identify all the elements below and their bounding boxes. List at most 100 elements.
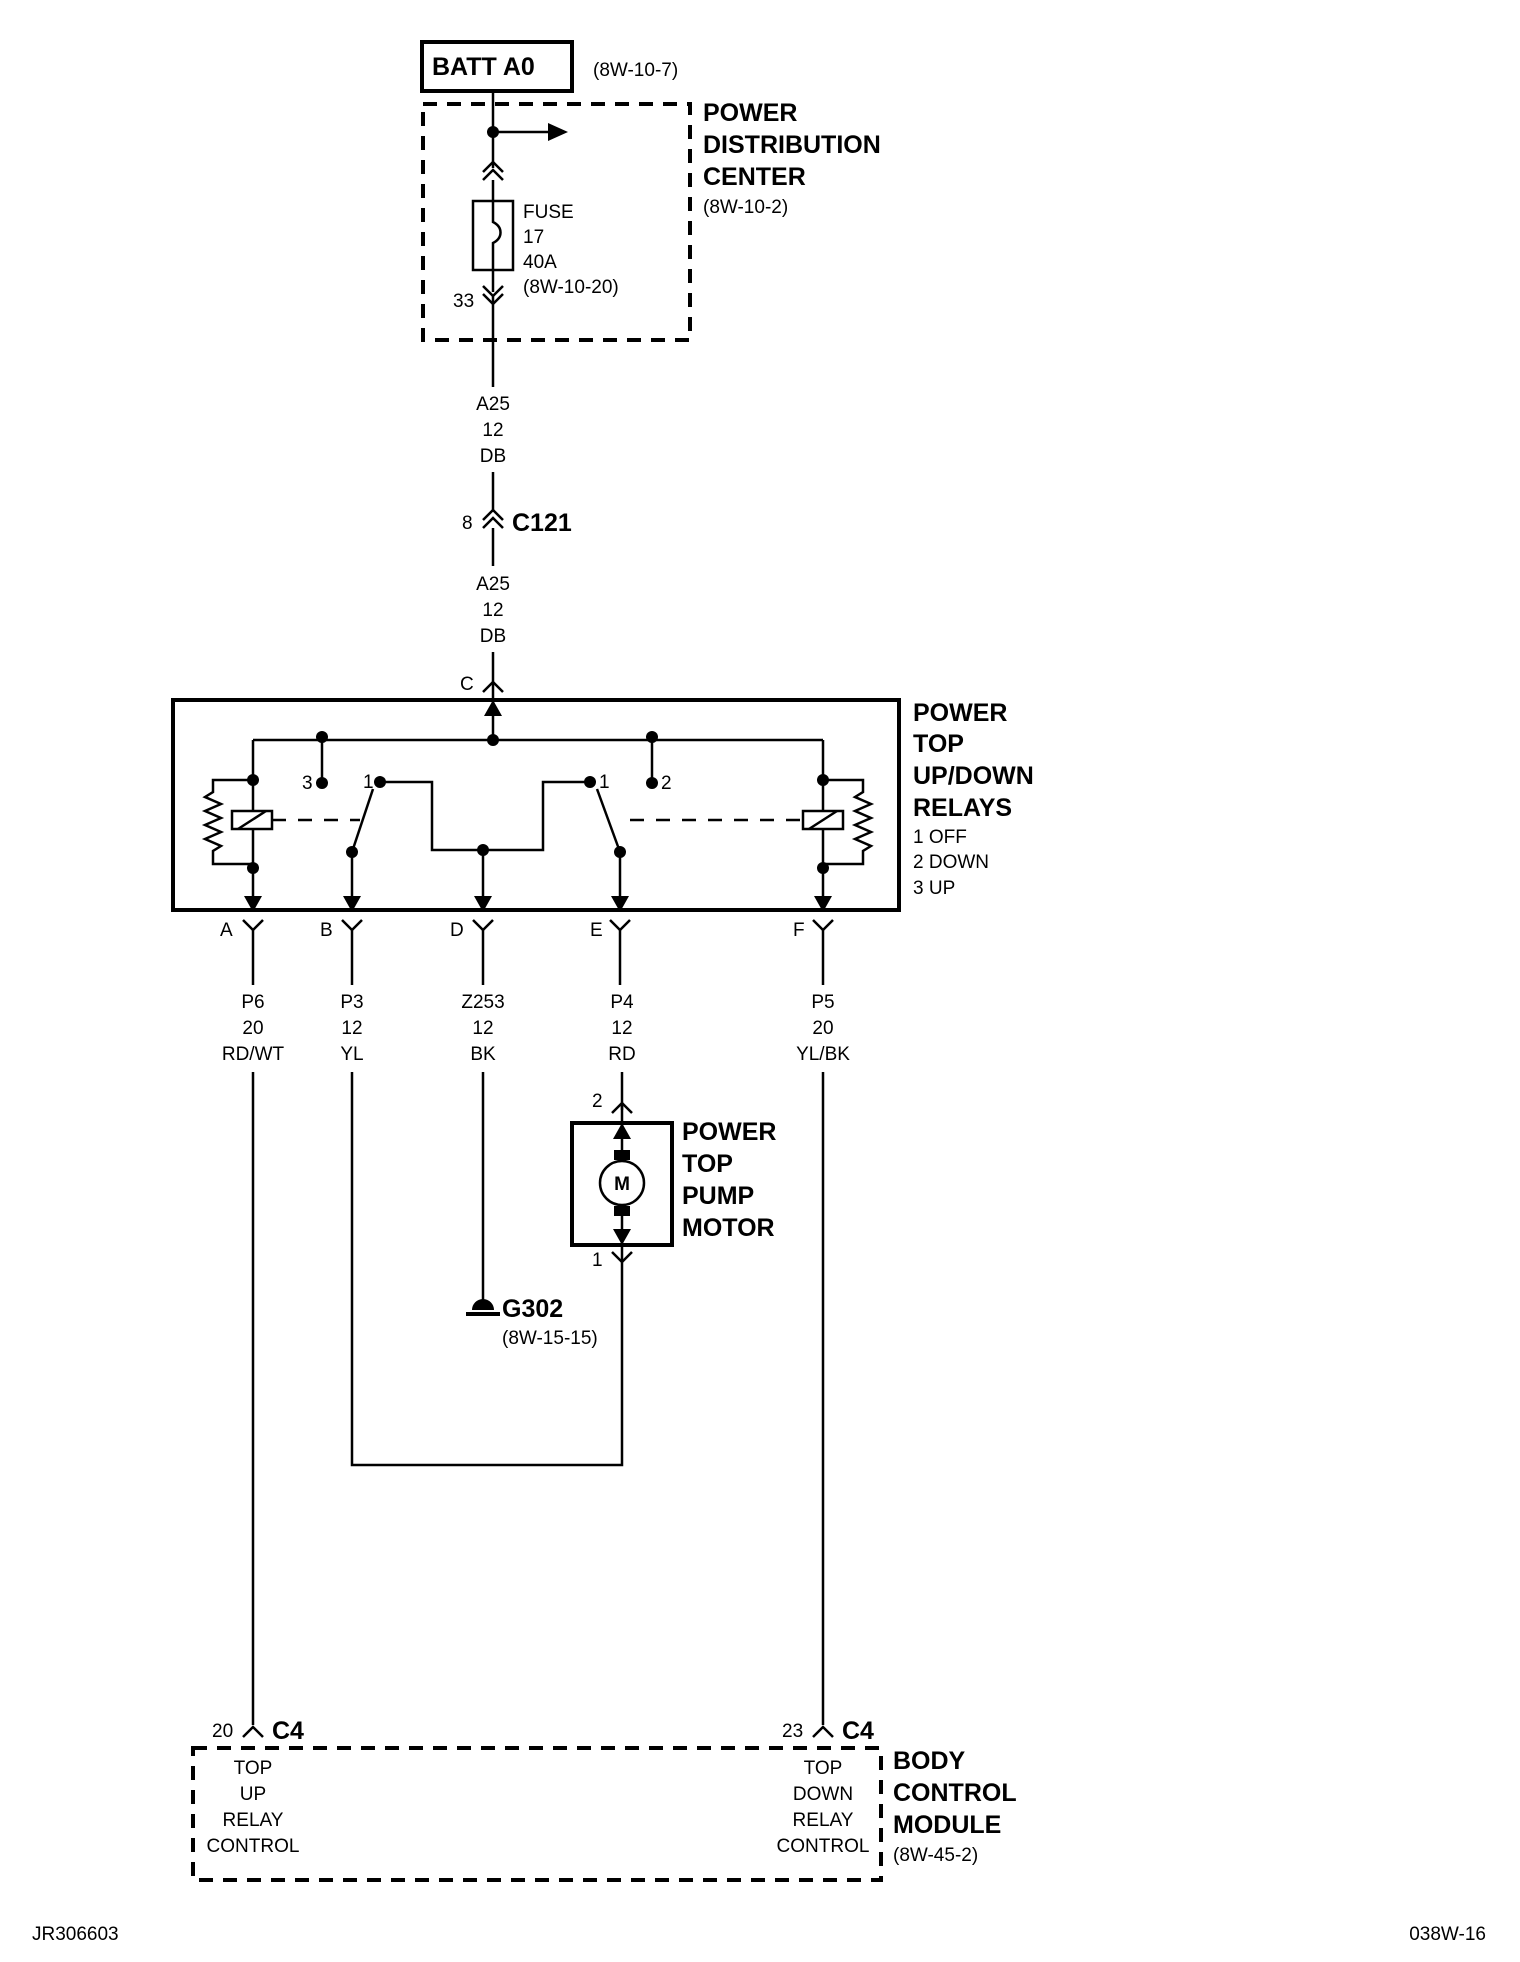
bcm-down-line1: TOP — [804, 1758, 843, 1779]
bcm-c4-pin20: 20 — [212, 1721, 233, 1742]
motor-pin-1-label: 1 — [592, 1250, 603, 1271]
pdc-label-line2: DISTRIBUTION — [703, 131, 881, 159]
batt-a0-label: BATT A0 — [432, 53, 535, 81]
relays-label-line1: POWER — [913, 699, 1007, 727]
bcm-c4-pin23: 23 — [782, 1721, 803, 1742]
ground-label: G302 — [502, 1295, 563, 1323]
bcm-down-line2: DOWN — [793, 1784, 853, 1805]
relays-label-line4: RELAYS — [913, 794, 1012, 822]
relay-pin-e: E — [590, 920, 603, 941]
left-contact-1-label: 1 — [363, 772, 374, 793]
relays-label-line2: TOP — [913, 730, 964, 758]
fuse-label: FUSE — [523, 202, 574, 223]
left-relay-resistor-icon — [201, 778, 253, 866]
right-relay-contact-2 — [646, 777, 658, 789]
wire-p4-circuit: P4 — [610, 992, 634, 1013]
bcm-c4-pin20-connector-icon — [242, 1725, 264, 1738]
motor-pin-1-connector-icon — [611, 1251, 633, 1264]
wire-z253-gauge: 12 — [472, 1018, 493, 1039]
fuse-element-icon — [491, 201, 502, 270]
relays-legend-off: 1 OFF — [913, 827, 967, 848]
motor-label-line4: MOTOR — [682, 1214, 775, 1242]
c121-label: C121 — [512, 509, 572, 537]
relay-pin-f: F — [793, 920, 805, 941]
relays-legend-up: 3 UP — [913, 878, 955, 899]
wire-p6-color: RD/WT — [222, 1044, 285, 1065]
a25-upper-color: DB — [480, 446, 506, 467]
c121-pin: 8 — [462, 513, 473, 534]
pdc-boundary — [421, 102, 692, 342]
motor-label-line2: TOP — [682, 1150, 733, 1178]
wire-p3 — [350, 1072, 624, 1467]
motor-icon — [598, 1159, 646, 1207]
fuse-cavity-pin: 33 — [453, 291, 474, 312]
relay-pin-b: B — [320, 920, 333, 941]
pdc-ref: (8W-10-2) — [703, 197, 788, 218]
motor-symbol: M — [614, 1174, 630, 1195]
ground-icon — [472, 1299, 494, 1310]
right-relay-armature — [595, 788, 622, 853]
bcm-up-line3: RELAY — [223, 1810, 284, 1831]
batt-a0-ref: (8W-10-7) — [593, 60, 678, 81]
relays-legend-down: 2 DOWN — [913, 852, 989, 873]
ground-ref: (8W-15-15) — [502, 1328, 598, 1349]
pdc-label-line1: POWER — [703, 99, 797, 127]
wire-z253-color: BK — [470, 1044, 496, 1065]
right-relay-contact-1 — [584, 776, 596, 788]
wire-p4-gauge: 12 — [611, 1018, 632, 1039]
bcm-label-line1: BODY — [893, 1747, 966, 1775]
relay-pin-a: A — [220, 920, 233, 941]
fuse-ref: (8W-10-20) — [523, 277, 619, 298]
footer-right-code: 038W-16 — [1409, 1924, 1486, 1945]
bcm-c4-label-left: C4 — [272, 1717, 304, 1745]
bcm-ref: (8W-45-2) — [893, 1845, 978, 1866]
pdc-branch-arrow-icon — [548, 123, 568, 141]
wire-p6-circuit: P6 — [241, 992, 264, 1013]
a25-lower-color: DB — [480, 626, 506, 647]
relay-common-link — [380, 780, 590, 852]
wire-p3-gauge: 12 — [341, 1018, 362, 1039]
wire-p5-gauge: 20 — [812, 1018, 833, 1039]
relay-feed-arrow-icon — [484, 700, 502, 716]
bcm-boundary — [191, 1746, 883, 1882]
a25-lower-circuit: A25 — [476, 574, 510, 595]
relays-box — [171, 698, 901, 912]
c121-connector-icon — [482, 508, 504, 521]
left-relay-armature — [350, 788, 375, 853]
left-contact-3-label: 3 — [302, 773, 313, 794]
bcm-down-line4: CONTROL — [777, 1836, 870, 1857]
pdc-label-line3: CENTER — [703, 163, 806, 191]
relay-pin-c-label: C — [460, 674, 474, 695]
fuse-number: 17 — [523, 227, 544, 248]
fuse-top-connector-icon — [482, 160, 504, 173]
a25-upper-circuit: A25 — [476, 394, 510, 415]
footer-left-code: JR306603 — [32, 1924, 119, 1945]
wire-p3-circuit: P3 — [340, 992, 363, 1013]
right-contact-2-label: 2 — [661, 773, 672, 794]
bcm-label-line3: MODULE — [893, 1811, 1001, 1839]
motor-label-line3: PUMP — [682, 1182, 754, 1210]
bcm-down-line3: RELAY — [793, 1810, 854, 1831]
motor-label-line1: POWER — [682, 1118, 776, 1146]
wire-p5-color: YL/BK — [796, 1044, 850, 1065]
wire-p3-color: YL — [340, 1044, 363, 1065]
right-relay-resistor-icon — [823, 778, 875, 866]
a25-upper-gauge: 12 — [482, 420, 503, 441]
wire-p4-color: RD — [608, 1044, 635, 1065]
wire-z253-circuit: Z253 — [461, 992, 504, 1013]
a25-lower-gauge: 12 — [482, 600, 503, 621]
bcm-up-line1: TOP — [234, 1758, 273, 1779]
bcm-up-line4: CONTROL — [207, 1836, 300, 1857]
bcm-label-line2: CONTROL — [893, 1779, 1017, 1807]
fuse-rating: 40A — [523, 252, 557, 273]
bcm-c4-label-right: C4 — [842, 1717, 874, 1745]
wire-p6-gauge: 20 — [242, 1018, 263, 1039]
left-relay-contact-3 — [316, 777, 328, 789]
bcm-up-line2: UP — [240, 1784, 266, 1805]
wire-p5-circuit: P5 — [811, 992, 834, 1013]
relay-output-arrows — [244, 896, 832, 912]
bcm-c4-pin23-connector-icon — [812, 1725, 834, 1738]
motor-pin-2-label: 2 — [592, 1091, 603, 1112]
right-contact-1-label: 1 — [599, 772, 610, 793]
